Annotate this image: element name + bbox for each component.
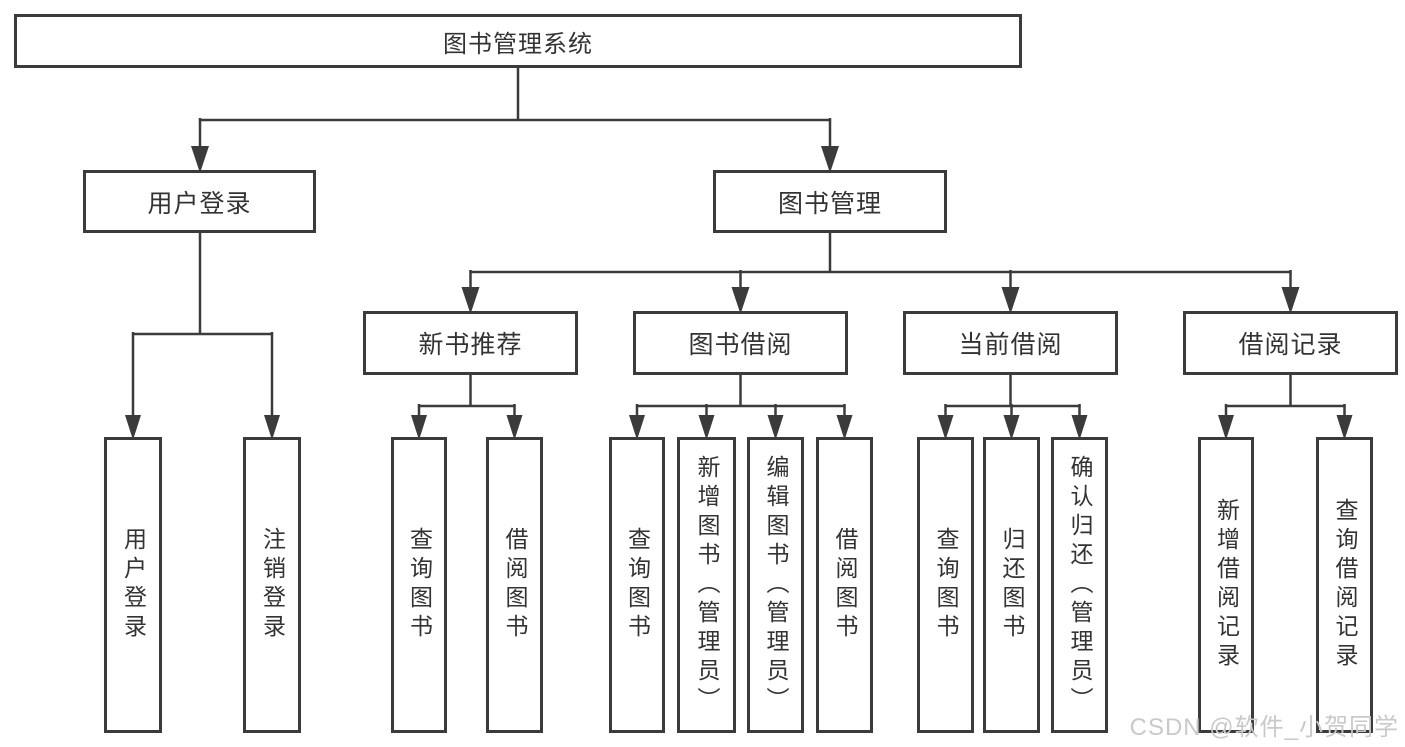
node-user-login: 用户登录 xyxy=(83,170,316,233)
leaf-query-books-current-label: 查询图书 xyxy=(933,527,959,643)
arrowhead xyxy=(1281,287,1300,314)
leaf-add-books-admin: 新增图书（管理员） xyxy=(677,437,736,733)
leaf-borrow-books-label: 借阅图书 xyxy=(832,527,858,643)
leaf-edit-books-admin-label: 编辑图书（管理员） xyxy=(763,454,789,716)
leaf-logout-label: 注销登录 xyxy=(259,527,286,643)
arrowhead xyxy=(461,287,480,314)
leaf-query-books-recommend: 查询图书 xyxy=(391,437,447,733)
leaf-return-books-label: 归还图书 xyxy=(999,527,1025,643)
node-book-management: 图书管理 xyxy=(713,170,947,233)
leaf-confirm-return-admin-label: 确认归还（管理员） xyxy=(1067,454,1093,716)
leaf-borrow-books-recommend: 借阅图书 xyxy=(486,437,543,733)
leaf-user-login: 用户登录 xyxy=(104,437,162,733)
node-book-management-label: 图书管理 xyxy=(777,189,882,218)
arrowhead xyxy=(821,146,839,173)
leaf-user-login-label: 用户登录 xyxy=(120,527,147,643)
node-borrow-record-label: 借阅记录 xyxy=(1238,331,1343,359)
node-borrow-record: 借阅记录 xyxy=(1183,311,1398,375)
arrowhead xyxy=(1001,287,1020,314)
leaf-query-borrow-record: 查询借阅记录 xyxy=(1316,437,1373,733)
leaf-query-books-borrow: 查询图书 xyxy=(609,437,665,733)
arrowhead xyxy=(191,146,209,173)
leaf-query-borrow-record-label: 查询借阅记录 xyxy=(1332,498,1358,672)
node-root-system: 图书管理系统 xyxy=(14,14,1022,68)
node-new-book-recommend-label: 新书推荐 xyxy=(418,331,523,359)
leaf-query-books-recommend-label: 查询图书 xyxy=(406,527,433,643)
csdn-watermark: CSDN @软件_小贺同学 xyxy=(1129,714,1399,741)
node-root-system-label: 图书管理系统 xyxy=(443,30,593,58)
node-user-login-label: 用户登录 xyxy=(147,189,252,218)
leaf-confirm-return-admin: 确认归还（管理员） xyxy=(1051,437,1108,733)
leaf-edit-books-admin: 编辑图书（管理员） xyxy=(747,437,804,733)
leaf-query-books-current: 查询图书 xyxy=(917,437,974,733)
leaf-logout: 注销登录 xyxy=(243,437,301,733)
node-new-book-recommend: 新书推荐 xyxy=(363,311,578,375)
node-current-borrow: 当前借阅 xyxy=(903,311,1118,375)
leaf-add-borrow-record: 新增借阅记录 xyxy=(1198,437,1254,733)
leaf-add-books-admin-label: 新增图书（管理员） xyxy=(694,454,720,716)
leaf-add-borrow-record-label: 新增借阅记录 xyxy=(1213,498,1240,672)
node-book-borrow-label: 图书借阅 xyxy=(688,331,793,359)
node-current-borrow-label: 当前借阅 xyxy=(958,331,1063,359)
arrowhead xyxy=(731,287,750,314)
leaf-borrow-books-recommend-label: 借阅图书 xyxy=(502,527,528,643)
leaf-query-books-borrow-label: 查询图书 xyxy=(624,527,651,643)
leaf-return-books: 归还图书 xyxy=(983,437,1040,733)
leaf-borrow-books: 借阅图书 xyxy=(816,437,873,733)
node-book-borrow: 图书借阅 xyxy=(633,311,848,375)
